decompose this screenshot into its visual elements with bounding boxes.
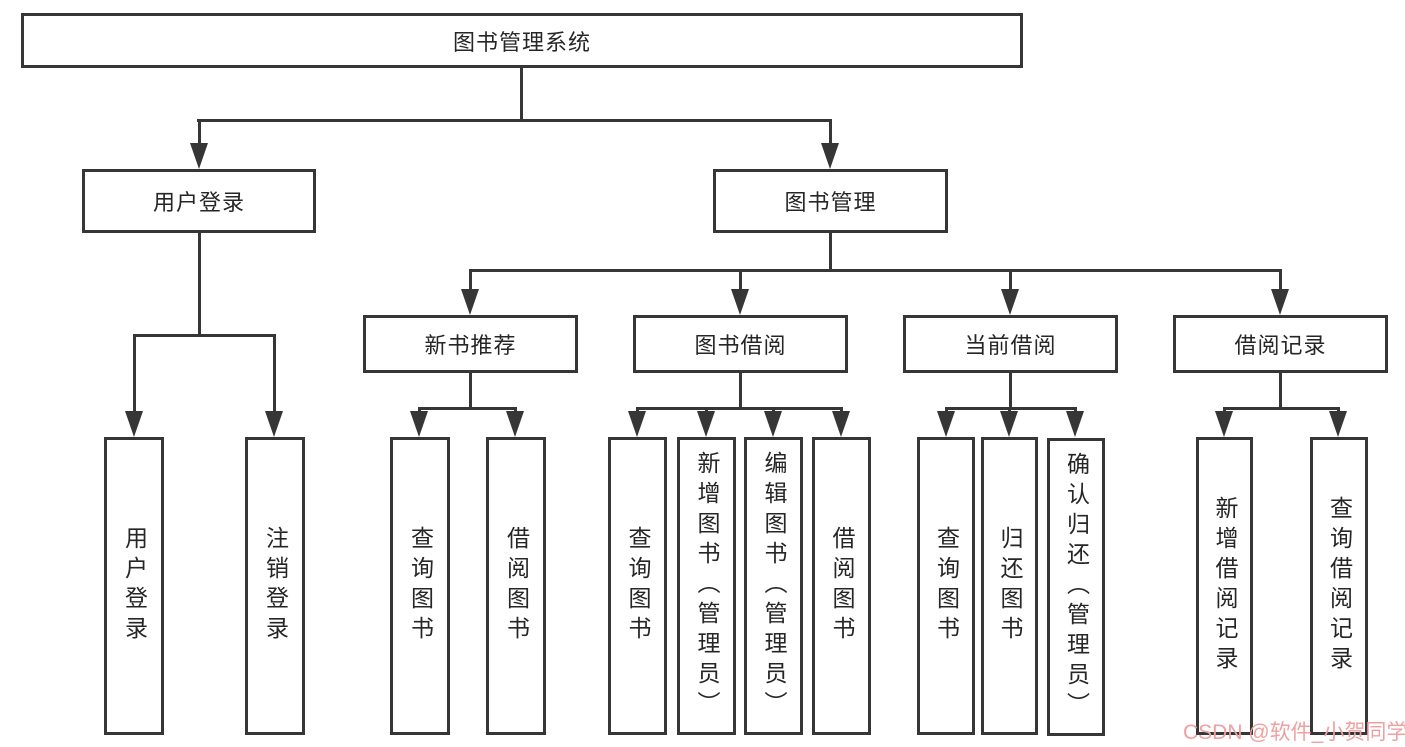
connector-line xyxy=(469,269,472,293)
node-label: 新增借阅记录 xyxy=(1212,496,1238,676)
leaf-current-query-books: 查询图书 xyxy=(917,437,975,735)
connector-line xyxy=(829,231,832,272)
node-label: 用户登录 xyxy=(121,526,148,646)
arrowhead-icon xyxy=(461,289,479,315)
node-label: 确认归还（管理员） xyxy=(1063,452,1090,722)
arrowhead-icon xyxy=(731,289,749,315)
node-label: 查询图书 xyxy=(933,526,960,646)
leaf-borrow-books: 借阅图书 xyxy=(812,437,871,735)
node-label: 查询图书 xyxy=(407,526,434,646)
leaf-return-books: 归还图书 xyxy=(981,437,1038,735)
node-label: 归还图书 xyxy=(997,526,1023,646)
connector-line xyxy=(739,371,742,410)
arrowhead-icon xyxy=(1000,411,1018,437)
node-current-borrow: 当前借阅 xyxy=(903,315,1118,373)
leaf-add-borrow-record: 新增借阅记录 xyxy=(1196,437,1253,735)
node-label: 图书管理 xyxy=(784,190,877,215)
arrowhead-icon xyxy=(937,411,955,437)
arrowhead-icon xyxy=(125,411,143,437)
leaf-add-books-admin: 新增图书（管理员） xyxy=(677,437,736,735)
connector-line xyxy=(198,231,201,337)
node-label: 当前借阅 xyxy=(964,333,1057,358)
connector-line xyxy=(133,334,136,418)
connector-line xyxy=(520,66,523,122)
leaf-confirm-return-admin: 确认归还（管理员） xyxy=(1047,438,1105,736)
connector-line xyxy=(1279,371,1282,410)
connector-line xyxy=(1009,269,1012,293)
connector-line xyxy=(418,407,517,410)
connector-line xyxy=(1223,407,1339,410)
node-label: 注销登录 xyxy=(262,526,289,646)
connector-line xyxy=(198,119,201,151)
node-library-system: 图书管理系统 xyxy=(21,13,1023,68)
arrowhead-icon xyxy=(190,143,208,169)
leaf-recommend-borrow-books: 借阅图书 xyxy=(486,437,546,735)
node-label: 借阅记录 xyxy=(1234,333,1327,358)
leaf-recommend-query-books: 查询图书 xyxy=(390,437,450,735)
node-label: 借阅图书 xyxy=(829,526,855,646)
arrowhead-icon xyxy=(821,143,839,169)
connector-line xyxy=(1009,371,1012,410)
node-user-login: 用户登录 xyxy=(82,169,316,233)
connector-line xyxy=(197,119,832,122)
node-label: 查询借阅记录 xyxy=(1326,496,1353,676)
connector-line xyxy=(469,371,472,410)
node-label: 图书管理系统 xyxy=(452,29,591,55)
arrowhead-icon xyxy=(697,411,715,437)
arrowhead-icon xyxy=(1066,411,1084,437)
leaf-edit-books-admin: 编辑图书（管理员） xyxy=(744,437,803,735)
connector-line xyxy=(739,269,742,293)
connector-line xyxy=(636,407,842,410)
leaf-user-login: 用户登录 xyxy=(104,437,164,735)
arrowhead-icon xyxy=(1001,289,1019,315)
node-label: 查询图书 xyxy=(625,526,651,646)
connector-line xyxy=(829,119,832,151)
connector-line xyxy=(133,334,276,337)
leaf-borrow-query-books: 查询图书 xyxy=(608,437,667,735)
arrowhead-icon xyxy=(1271,289,1289,315)
node-new-book-recommend: 新书推荐 xyxy=(363,315,578,373)
connector-line xyxy=(945,407,1077,410)
connector-line xyxy=(1279,269,1282,293)
node-borrow-records: 借阅记录 xyxy=(1173,315,1388,373)
connector-line xyxy=(273,334,276,418)
arrowhead-icon xyxy=(832,411,850,437)
arrowhead-icon xyxy=(410,411,428,437)
arrowhead-icon xyxy=(1329,411,1347,437)
arrowhead-icon xyxy=(506,411,524,437)
csdn-watermark: CSDN @软件_小贺同学 xyxy=(1183,721,1405,744)
node-label: 借阅图书 xyxy=(503,526,530,646)
node-label: 用户登录 xyxy=(152,190,245,215)
leaf-query-borrow-record: 查询借阅记录 xyxy=(1310,437,1368,735)
arrowhead-icon xyxy=(1215,411,1233,437)
node-label: 图书借阅 xyxy=(694,333,787,358)
arrowhead-icon xyxy=(764,411,782,437)
arrowhead-icon xyxy=(628,411,646,437)
node-label: 新书推荐 xyxy=(424,333,517,358)
arrowhead-icon xyxy=(265,411,283,437)
connector-line xyxy=(469,269,1282,272)
node-label: 编辑图书（管理员） xyxy=(761,451,787,721)
node-book-borrow: 图书借阅 xyxy=(633,315,848,373)
node-book-management: 图书管理 xyxy=(713,169,948,233)
node-label: 新增图书（管理员） xyxy=(694,451,720,721)
leaf-logout: 注销登录 xyxy=(245,437,305,735)
